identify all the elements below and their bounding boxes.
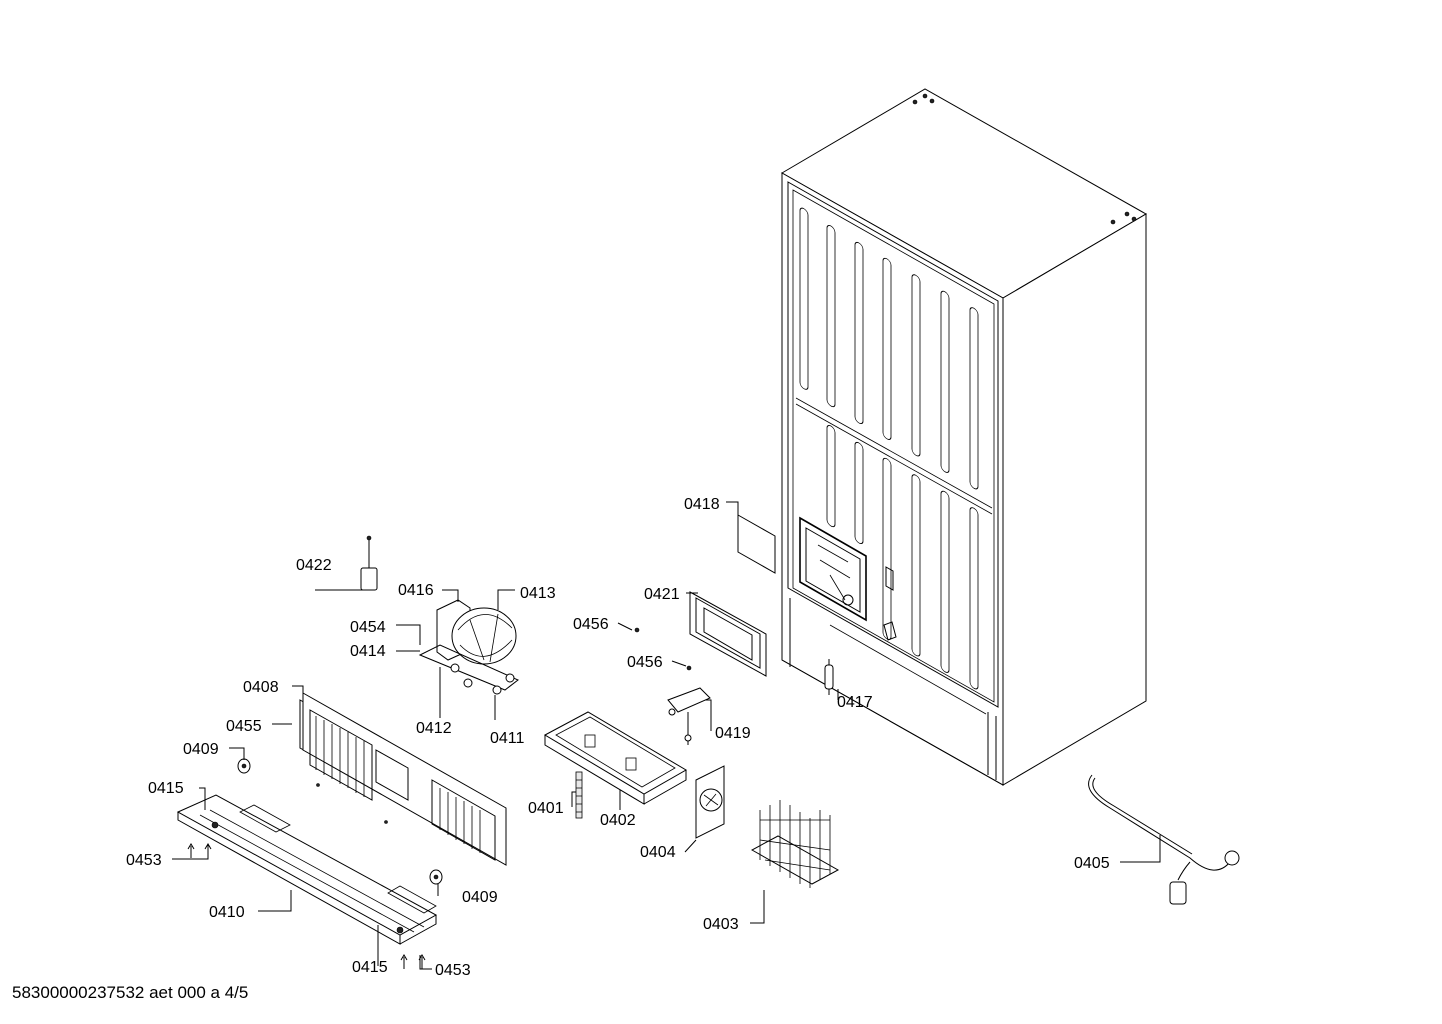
callout-0411: 0411 xyxy=(490,730,525,747)
callout-0410: 0410 xyxy=(209,904,245,921)
callout-0408: 0408 xyxy=(243,679,279,696)
power-cord-part xyxy=(1088,774,1240,905)
control-box-recess xyxy=(799,516,867,622)
callout-0402: 0402 xyxy=(600,812,636,829)
callout-0415-left: 0415 xyxy=(148,780,184,797)
callout-0455: 0455 xyxy=(226,718,262,735)
callout-0456-lower: 0456 xyxy=(627,654,663,671)
compressor-part xyxy=(418,599,519,695)
callout-0409-left: 0409 xyxy=(183,741,219,758)
connector-part xyxy=(824,659,834,695)
callout-0404: 0404 xyxy=(640,844,676,861)
fan-part xyxy=(695,765,725,839)
callout-0453-right: 0453 xyxy=(435,962,471,979)
drain-tube-part xyxy=(575,771,583,819)
label-sticker-part xyxy=(737,514,776,574)
document-id: 58300000237532 aet 000 a 4/5 xyxy=(12,983,248,1002)
callout-0453-left: 0453 xyxy=(126,852,162,869)
callout-0415-right: 0415 xyxy=(352,959,388,976)
callout-0421: 0421 xyxy=(644,586,680,603)
callout-0454: 0454 xyxy=(350,619,386,636)
callout-0417: 0417 xyxy=(837,694,873,711)
callout-0401: 0401 xyxy=(528,800,564,817)
fastener-arrows xyxy=(187,843,426,969)
screw-parts xyxy=(634,627,692,671)
grommet-parts xyxy=(237,758,443,885)
callout-0456-upper: 0456 xyxy=(573,616,609,633)
callout-labels: 0422 0416 0413 0454 0414 0412 0411 0408 … xyxy=(126,496,1110,979)
cover-frame-part xyxy=(689,591,767,677)
upper-ribs xyxy=(799,207,979,490)
lower-ribs xyxy=(826,425,979,690)
dryer-filter-part xyxy=(360,535,378,591)
drip-tray-part xyxy=(543,711,687,805)
callout-0412: 0412 xyxy=(416,720,452,737)
refrigerator-cabinet xyxy=(780,88,1148,786)
base-tray-part xyxy=(176,794,438,945)
callout-0419: 0419 xyxy=(715,725,751,742)
condenser-panel-part xyxy=(299,692,507,866)
callout-0403: 0403 xyxy=(703,916,739,933)
callout-0416: 0416 xyxy=(398,582,434,599)
callout-0409-right: 0409 xyxy=(462,889,498,906)
callout-0413: 0413 xyxy=(520,585,556,602)
callout-0414: 0414 xyxy=(350,643,386,660)
callout-0422: 0422 xyxy=(296,557,332,574)
callout-0418: 0418 xyxy=(684,496,720,513)
bracket-part xyxy=(667,687,711,745)
callout-0405: 0405 xyxy=(1074,855,1110,872)
heater-assembly-part xyxy=(750,800,840,888)
